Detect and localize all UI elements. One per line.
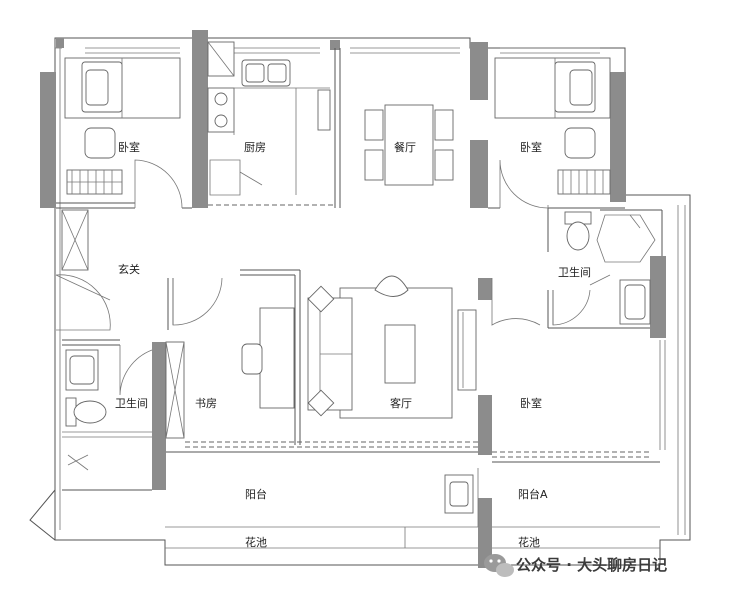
- bathroom-right-fixtures: [564, 211, 656, 325]
- room-labels: 卧室 厨房 餐厅 卧室 玄关 卫生间 卫生间 书房 客厅 卧室 阳台 阳台A 花…: [115, 140, 591, 549]
- doors: [29, 159, 591, 541]
- bathroom-left-fixtures: [65, 349, 107, 471]
- label-bedroom-top-left: 卧室: [118, 140, 140, 154]
- study-furniture: [165, 307, 295, 439]
- bed-top-right: [494, 57, 611, 195]
- dining-table: [364, 104, 454, 186]
- partition-walls: [56, 47, 666, 548]
- watermark: 公众号 · 大头聊房日记: [484, 554, 667, 577]
- label-planter-right: 花池: [518, 536, 540, 549]
- label-bedroom-top-right: 卧室: [520, 140, 542, 154]
- wechat-logo-icon: [484, 554, 514, 577]
- label-balcony-a: 阳台A: [518, 487, 548, 501]
- kitchen-fixtures: [207, 41, 335, 206]
- label-balcony: 阳台: [245, 487, 267, 501]
- label-living: 客厅: [390, 396, 412, 410]
- label-kitchen: 厨房: [244, 141, 266, 154]
- label-bedroom-bottom-right: 卧室: [520, 396, 542, 410]
- watermark-text: 公众号 · 大头聊房日记: [516, 556, 667, 574]
- entrance-cabinet: [61, 209, 89, 271]
- living-furniture: [307, 275, 477, 419]
- label-bathroom-right: 卫生间: [558, 265, 591, 279]
- label-planter-left: 花池: [245, 536, 267, 549]
- label-study: 书房: [195, 397, 217, 410]
- label-bathroom-left: 卫生间: [115, 396, 148, 410]
- balcony-furniture: [444, 474, 474, 514]
- label-entrance: 玄关: [118, 262, 140, 276]
- bed-top-left: [64, 57, 181, 195]
- structural-walls: [40, 30, 666, 568]
- label-dining: 餐厅: [394, 140, 416, 154]
